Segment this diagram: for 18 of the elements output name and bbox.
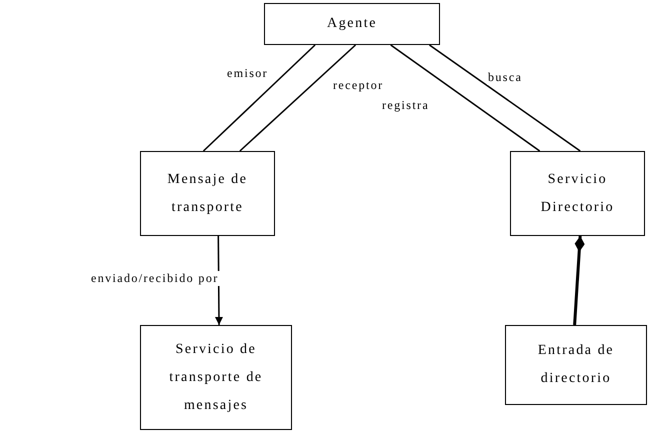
connector-line <box>390 44 540 152</box>
edge-label: busca <box>487 70 524 85</box>
class-box <box>505 325 647 405</box>
class-box <box>140 151 275 236</box>
connector-line <box>239 44 356 152</box>
edge-label: registra <box>381 98 430 113</box>
class-name: Entrada de directorio <box>536 342 616 388</box>
class-box <box>510 151 645 236</box>
connector-line <box>202 44 316 152</box>
class-name: Servicio Directorio <box>540 170 616 216</box>
class-box <box>264 3 440 45</box>
class-name: Servicio de transporte de mensajes <box>168 340 264 414</box>
connector-line <box>429 44 581 152</box>
class-name: Agente <box>326 15 378 33</box>
composition-line <box>573 236 585 326</box>
edge-label: enviado/recibido por <box>90 271 220 286</box>
class-box <box>140 325 292 430</box>
class-name: Mensaje de transporte <box>166 170 249 216</box>
